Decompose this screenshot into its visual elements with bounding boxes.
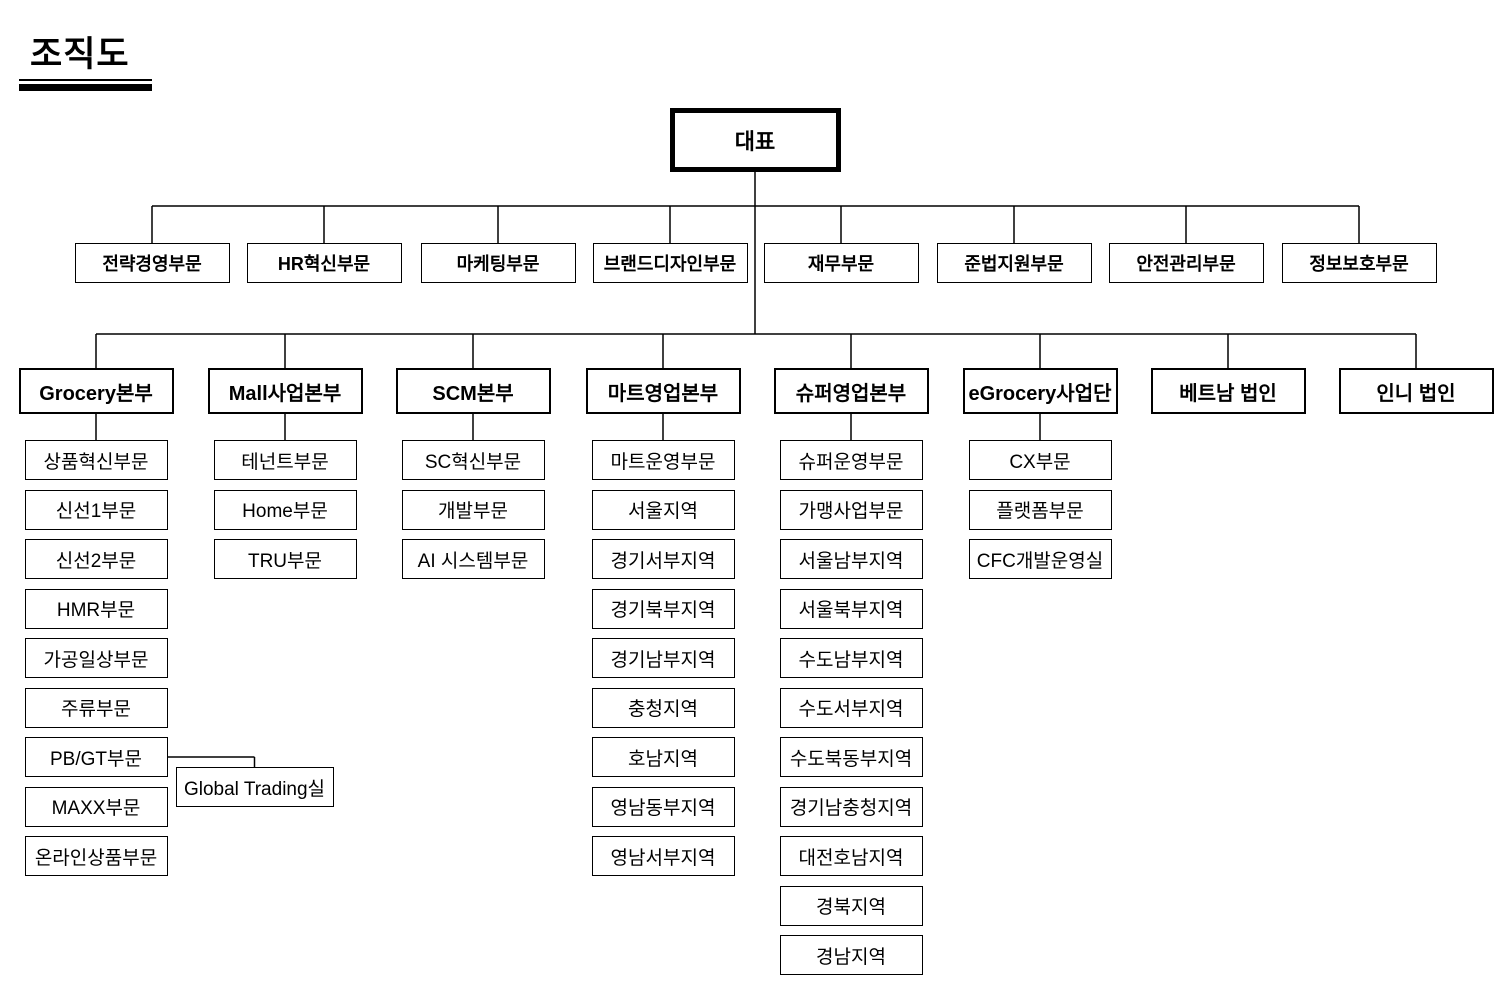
dept-box: CFC개발운영실 <box>968 539 1112 579</box>
side-office-box: Global Trading실 <box>175 767 334 807</box>
dept-box: 서울남부지역 <box>779 539 923 579</box>
dept-box: HMR부문 <box>24 588 168 629</box>
division-box: SCM본부 <box>395 368 551 414</box>
dept-box: 경기북부지역 <box>591 588 735 629</box>
dept-box: AI 시스템부문 <box>401 539 545 579</box>
staff-dept-box: 전략경영부문 <box>74 243 230 283</box>
division-box: 베트남 법인 <box>1150 368 1306 414</box>
division-box: eGrocery사업단 <box>962 368 1118 414</box>
division-box: 마트영업본부 <box>585 368 741 414</box>
dept-box: 경기서부지역 <box>591 539 735 579</box>
dept-box: MAXX부문 <box>24 786 168 827</box>
staff-dept-box: 안전관리부문 <box>1108 243 1264 283</box>
dept-box: 수도서부지역 <box>779 687 923 728</box>
ceo-box: 대표 <box>669 108 841 172</box>
dept-box: 테넌트부문 <box>213 440 357 480</box>
dept-box: 수도북동부지역 <box>779 737 923 777</box>
dept-box: 온라인상품부문 <box>24 836 168 876</box>
dept-box: 플랫폼부문 <box>968 489 1112 530</box>
dept-box: 서울지역 <box>591 489 735 530</box>
dept-box: 대전호남지역 <box>779 836 923 876</box>
dept-box: 마트운영부문 <box>591 440 735 480</box>
dept-box: PB/GT부문 <box>24 737 168 777</box>
staff-dept-box: HR혁신부문 <box>246 243 402 283</box>
dept-box: 경북지역 <box>779 885 923 926</box>
title-underline-thick <box>19 84 152 91</box>
division-box: Grocery본부 <box>18 368 174 414</box>
dept-box: 충청지역 <box>591 687 735 728</box>
dept-box: 가맹사업부문 <box>779 489 923 530</box>
dept-box: 경기남부지역 <box>591 638 735 678</box>
dept-box: SC혁신부문 <box>401 440 545 480</box>
dept-box: Home부문 <box>213 489 357 530</box>
dept-box: 영남동부지역 <box>591 786 735 827</box>
staff-dept-box: 브랜드디자인부문 <box>592 243 748 283</box>
staff-dept-box: 준법지원부문 <box>936 243 1092 283</box>
dept-box: 서울북부지역 <box>779 588 923 629</box>
staff-dept-box: 정보보호부문 <box>1281 243 1437 283</box>
dept-box: 신선1부문 <box>24 489 168 530</box>
dept-box: 호남지역 <box>591 737 735 777</box>
dept-box: CX부문 <box>968 440 1112 480</box>
staff-dept-box: 마케팅부문 <box>420 243 576 283</box>
title-underline-thin <box>19 79 152 81</box>
page-title: 조직도 <box>30 35 130 74</box>
division-box: 인니 법인 <box>1338 368 1494 414</box>
dept-box: 수도남부지역 <box>779 638 923 678</box>
division-box: 슈퍼영업본부 <box>773 368 929 414</box>
dept-box: 주류부문 <box>24 687 168 728</box>
dept-box: 영남서부지역 <box>591 836 735 876</box>
dept-box: 가공일상부문 <box>24 638 168 678</box>
staff-dept-box: 재무부문 <box>763 243 919 283</box>
dept-box: 경기남충청지역 <box>779 786 923 827</box>
dept-box: 신선2부문 <box>24 539 168 579</box>
dept-box: 개발부문 <box>401 489 545 530</box>
dept-box: 슈퍼운영부문 <box>779 440 923 480</box>
division-box: Mall사업본부 <box>207 368 363 414</box>
dept-box: 경남지역 <box>779 935 923 975</box>
dept-box: TRU부문 <box>213 539 357 579</box>
dept-box: 상품혁신부문 <box>24 440 168 480</box>
